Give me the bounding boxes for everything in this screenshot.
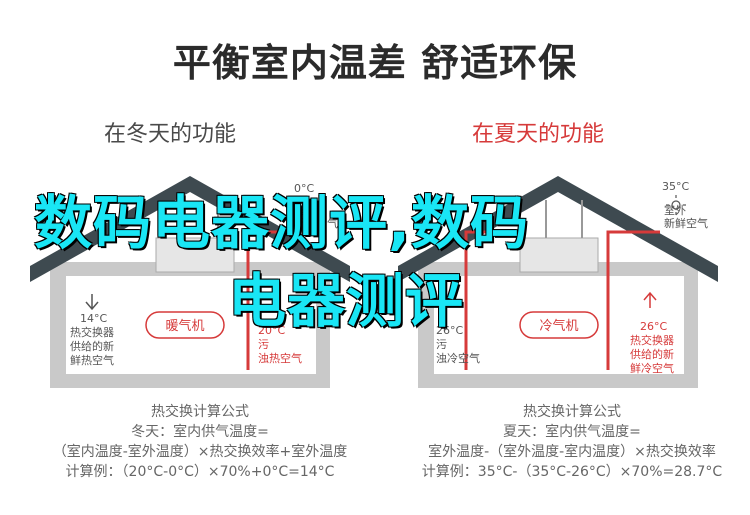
summer-indoor-label-3: 鲜冷空气 xyxy=(630,361,674,375)
winter-indoor-label-2: 供给的新 xyxy=(70,339,114,353)
heater-label: 暖气机 xyxy=(165,318,204,334)
summer-formula-line-2: 室外温度-（室外温度-室内温度）×热交换效率 xyxy=(428,444,716,460)
ac-label: 冷气机 xyxy=(539,318,578,334)
winter-attic xyxy=(70,196,310,262)
summer-indoor-label-2: 供给的新 xyxy=(630,347,674,361)
snowflake-icon xyxy=(297,196,311,210)
summer-supply-line xyxy=(606,230,660,370)
summer-exhaust-label-1: 污 xyxy=(436,338,447,351)
watermark-line-1: 数码电器测评,数码 xyxy=(34,189,530,257)
winter-formula-title: 热交换计算公式 xyxy=(151,404,249,420)
summer-indoor-temp: 26°C xyxy=(640,320,667,333)
summer-formula-title: 热交换计算公式 xyxy=(523,404,621,420)
winter-outdoor-temp: 0°C xyxy=(294,182,314,195)
summer-exhaust-label-2: 浊冷空气 xyxy=(436,351,480,365)
summer-house xyxy=(398,176,718,388)
summer-outdoor-label-1: 室外 xyxy=(664,203,686,217)
winter-house xyxy=(30,176,350,388)
summer-formula: 热交换计算公式 夏天：室内供气温度= 室外温度-（室外温度-室内温度）×热交换效… xyxy=(392,402,750,482)
winter-heading: 在冬天的功能 xyxy=(104,122,237,147)
winter-exchanger xyxy=(155,237,235,273)
winter-formula-line-2: （室内温度-室外温度）×热交换效率+室外温度 xyxy=(52,444,348,460)
summer-up-arrow-icon xyxy=(643,291,657,308)
summer-indoor-label-1: 热交换器 xyxy=(630,333,674,347)
summer-attic xyxy=(438,196,678,262)
winter-exhaust-label-2: 浊热空气 xyxy=(258,351,302,365)
heater-badge xyxy=(145,311,225,339)
winter-indoor-label-3: 鲜热空气 xyxy=(70,353,114,367)
summer-exchanger xyxy=(519,237,599,273)
ac-badge xyxy=(519,311,599,339)
winter-formula-line-1: 冬天：室内供气温度= xyxy=(131,424,269,440)
winter-exhaust-label-1: 污 xyxy=(258,338,269,351)
winter-formula-line-3: 计算例：（20°C-0°C）×70%+0°C=14°C xyxy=(65,464,335,480)
watermark-line-2: 电器测评 xyxy=(228,267,465,335)
summer-heading: 在夏天的功能 xyxy=(472,122,605,147)
winter-outdoor-label-2: 新鲜空气 xyxy=(294,216,338,230)
summer-formula-line-3: 计算例：35°C-（35°C-26°C）×70%=28.7°C xyxy=(421,464,723,480)
winter-exhaust-line xyxy=(246,230,300,370)
winter-outdoor-label-1: 室外 xyxy=(294,203,316,217)
summer-exhaust-line xyxy=(464,230,520,370)
summer-outdoor-temp: 35°C xyxy=(662,180,689,193)
winter-indoor-label-1: 热交换器 xyxy=(70,325,114,339)
summer-exhaust-temp: 26°C xyxy=(436,324,463,337)
page-title: 平衡室内温差 舒适环保 xyxy=(172,41,578,85)
summer-outdoor-label-2: 新鲜空气 xyxy=(664,216,708,230)
winter-formula: 热交换计算公式 冬天：室内供气温度= （室内温度-室外温度）×热交换效率+室外温… xyxy=(20,402,380,482)
sun-icon xyxy=(666,195,686,215)
winter-indoor-temp: 14°C xyxy=(80,312,107,325)
winter-down-arrow-icon xyxy=(85,294,99,311)
summer-formula-line-1: 夏天：室内供气温度= xyxy=(503,424,641,440)
winter-exhaust-temp: 20°C xyxy=(258,324,285,337)
